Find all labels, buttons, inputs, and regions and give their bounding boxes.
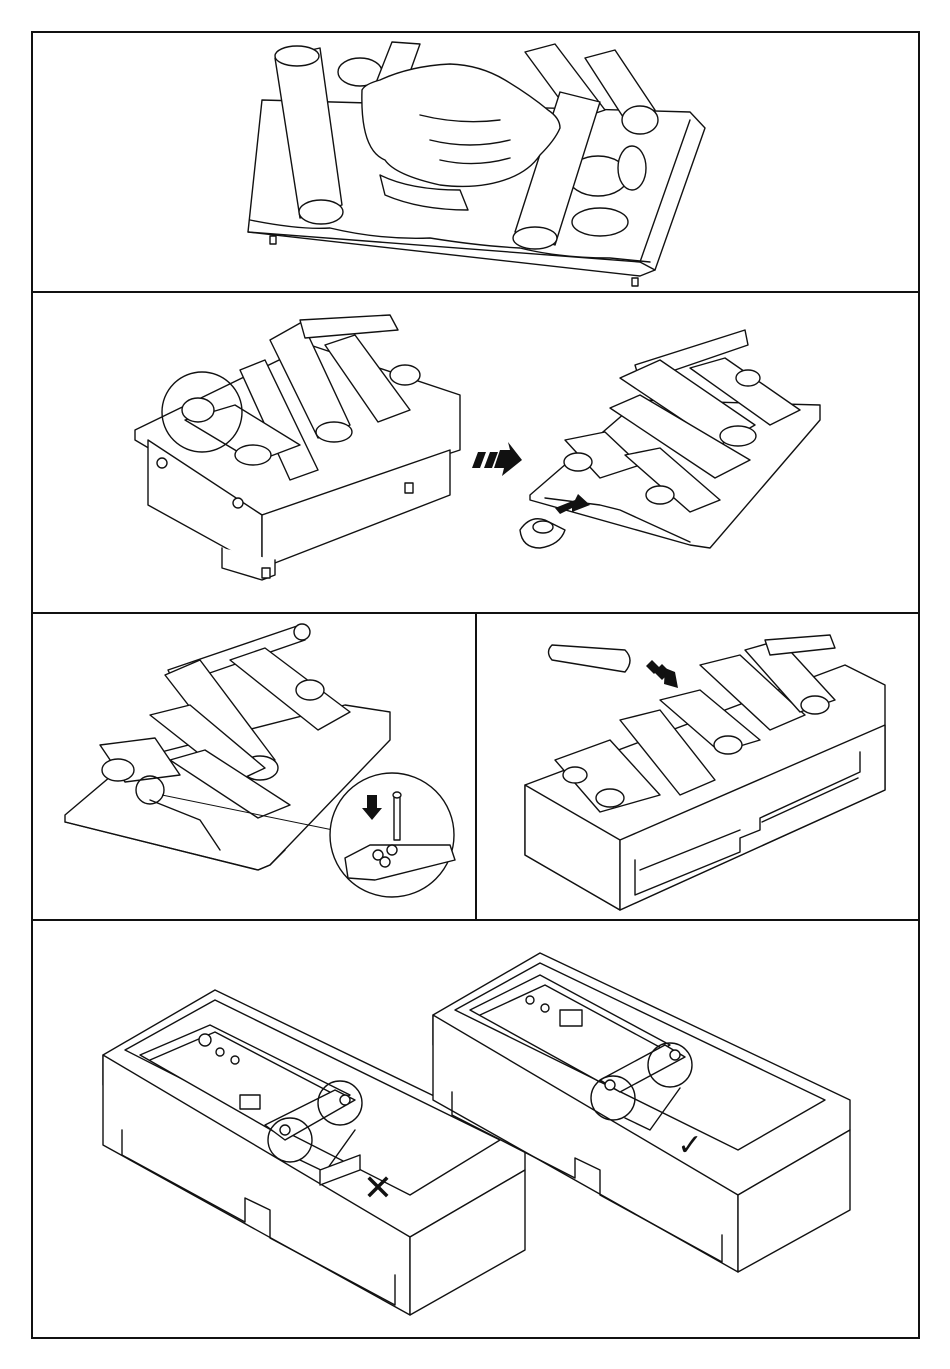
panel-1-place-logs-by-hand [248, 42, 705, 286]
cross-mark-icon: ✕ [363, 1168, 393, 1209]
panel-2-remove-log-retainer [135, 315, 820, 580]
arrow-icon [472, 442, 522, 476]
panel-4-place-last-log [525, 635, 885, 910]
panel-5-bracket-orientation: ✕ ✓ [103, 953, 850, 1315]
panel-3-insert-pin [65, 624, 455, 897]
check-mark-icon: ✓ [677, 1128, 702, 1163]
